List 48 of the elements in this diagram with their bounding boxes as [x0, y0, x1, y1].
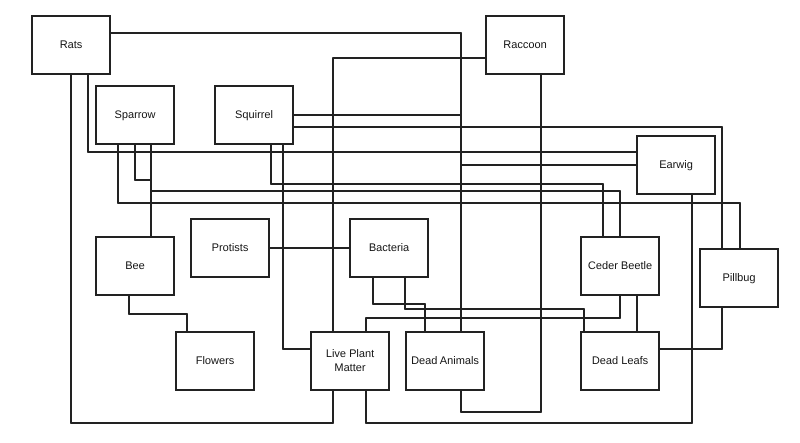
connector-line: [134, 145, 152, 236]
connector-line: [111, 32, 462, 331]
connector-line: [282, 145, 310, 350]
connector-line: [117, 145, 741, 248]
node-label: Bee: [125, 259, 145, 273]
species-box: [636, 135, 716, 195]
node-label: Earwig: [659, 158, 693, 172]
node-label: Flowers: [196, 354, 234, 368]
connector-line: [270, 145, 604, 236]
node-label: Ceder Beetle: [588, 259, 652, 273]
connector-line: [372, 278, 426, 331]
species-box: [349, 218, 429, 278]
connector-line: [270, 247, 349, 249]
connector-line: [70, 75, 334, 424]
species-box: [405, 331, 485, 391]
connector-line: [404, 278, 585, 331]
species-box: [190, 218, 270, 278]
node-label: Protists: [212, 241, 248, 255]
node-label: Live Plant Matter: [324, 347, 376, 375]
connector-line: [87, 75, 636, 153]
connector-line: [365, 296, 621, 331]
species-box: [580, 331, 660, 391]
node-label: Raccoon: [503, 38, 547, 52]
node-label: Bacteria: [368, 241, 410, 255]
connector-line: [332, 57, 485, 331]
node-label: Sparrow: [114, 108, 156, 122]
connector-line: [294, 114, 636, 166]
node-label: Dead Leafs: [592, 354, 648, 368]
connector-line: [128, 296, 188, 331]
species-box: [699, 248, 779, 308]
species-box: [95, 236, 175, 296]
node-label: Dead Animals: [411, 354, 479, 368]
species-box: [31, 15, 111, 75]
node-label: Pillbug: [722, 271, 756, 285]
connector-line: [150, 145, 621, 236]
species-box: [580, 236, 660, 296]
node-label: Rats: [60, 38, 82, 52]
species-box: [214, 85, 294, 145]
species-box: [175, 331, 255, 391]
connector-line: [365, 195, 693, 424]
species-box: [485, 15, 565, 75]
connector-line: [636, 296, 638, 331]
species-box: [310, 331, 390, 391]
species-box: [95, 85, 175, 145]
connector-line: [660, 308, 723, 350]
connector-line: [294, 126, 723, 248]
node-label: Squirrel: [235, 108, 273, 122]
connector-line: [460, 75, 542, 413]
